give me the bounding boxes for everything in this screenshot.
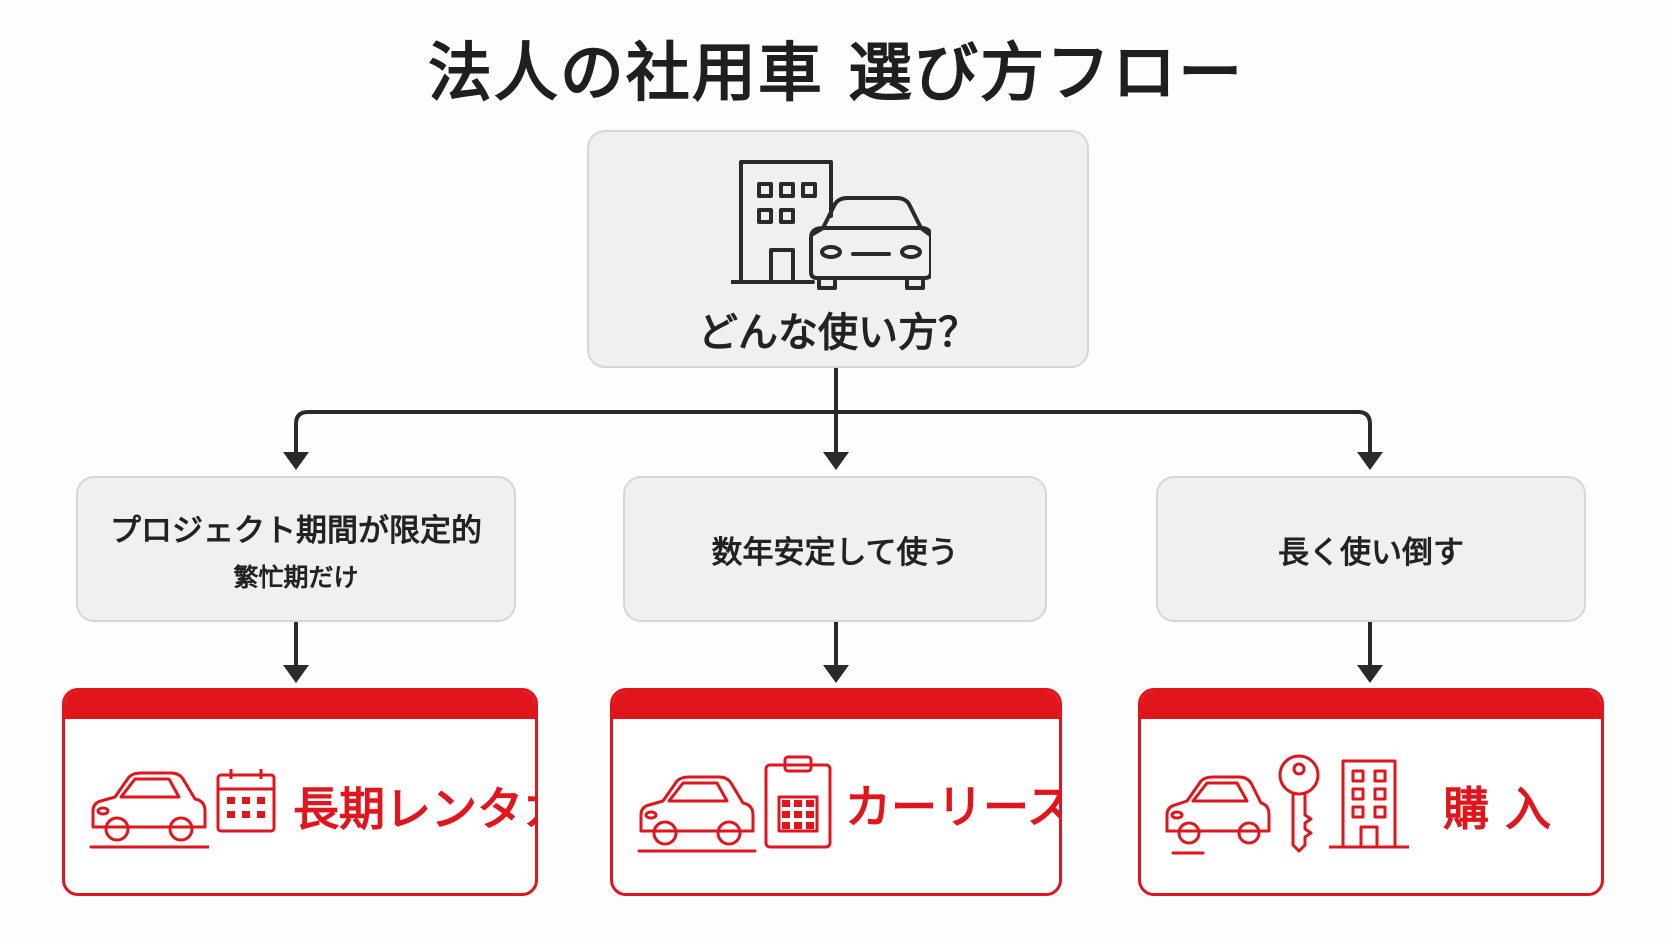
condition-main-label: 長く使い倒す	[1278, 534, 1464, 571]
condition-main-label: プロジェクト期間が限定的	[110, 512, 482, 549]
arrowhead-right	[1357, 452, 1383, 470]
condition-box-stable-years: 数年安定して使う	[623, 476, 1047, 622]
result-label: カーリース	[845, 780, 1062, 834]
arrowhead-left	[283, 452, 309, 470]
page-title: 法人の社用車 選び方フロー	[427, 37, 1245, 111]
arrowhead-center-result	[823, 665, 849, 683]
condition-box-limited-period: プロジェクト期間が限定的 繁忙期だけ	[76, 476, 516, 622]
arrowhead-left-result	[283, 665, 309, 683]
root-question-box: どんな使い方？	[587, 130, 1089, 368]
building-icon	[1329, 759, 1409, 849]
condition-box-long-use: 長く使い倒す	[1156, 476, 1586, 622]
connector-branch	[294, 410, 1372, 452]
condition-main-label: 数年安定して使う	[711, 534, 959, 571]
result-box-purchase: 購 入	[1138, 688, 1604, 896]
building-car-icon	[731, 160, 931, 290]
arrowhead-center	[823, 452, 849, 470]
condition-sub-label: 繁忙期だけ	[233, 562, 359, 592]
result-header-band	[65, 691, 535, 719]
root-question-label: どんな使い方？	[698, 310, 978, 356]
result-header-band	[1141, 691, 1601, 719]
car-icon	[1165, 775, 1271, 855]
result-box-car-lease: カーリース	[610, 688, 1062, 896]
result-label: 購 入	[1443, 782, 1552, 836]
calendar-icon	[216, 769, 276, 833]
key-icon	[1278, 754, 1320, 853]
arrowhead-right-result	[1357, 665, 1383, 683]
result-header-band	[613, 691, 1059, 719]
car-icon	[637, 775, 757, 853]
clipboard-icon	[764, 755, 832, 849]
car-icon	[89, 771, 209, 849]
